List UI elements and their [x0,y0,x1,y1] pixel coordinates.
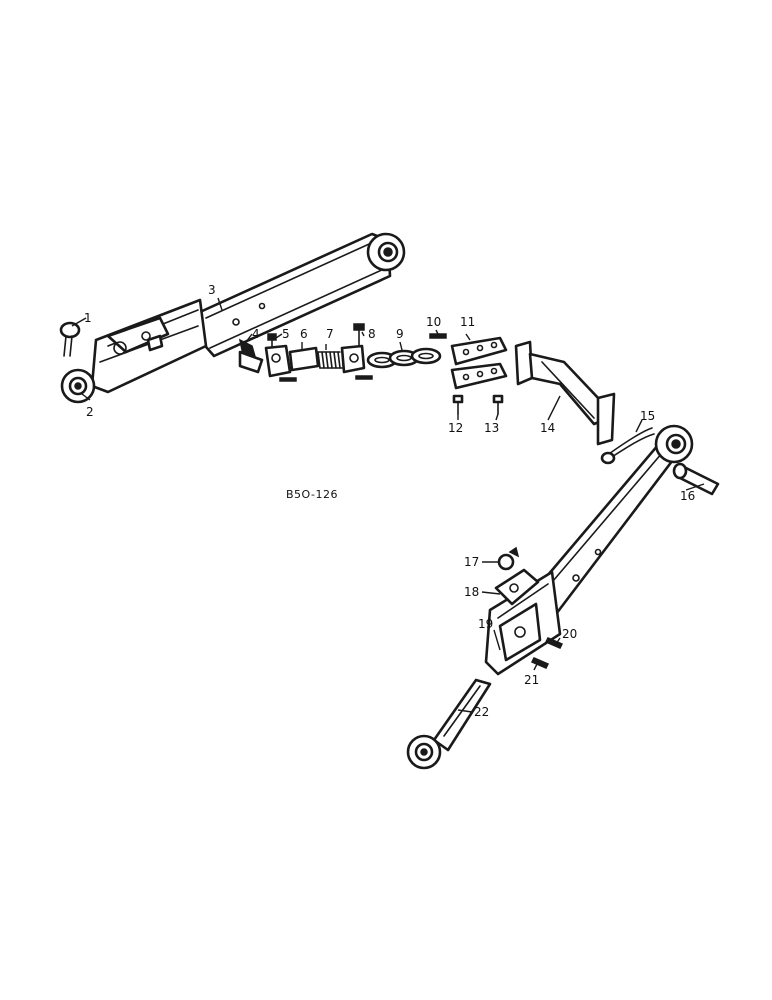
bolt-4 [238,338,264,374]
callout-16: 16 [680,489,695,503]
callout-2: 2 [86,405,94,419]
callout-11: 11 [460,315,475,329]
callout-13: 13 [484,421,499,435]
callout-4: 4 [252,327,260,341]
callout-7: 7 [326,327,334,341]
bolt-13 [492,394,504,415]
pin-1 [59,321,81,357]
callout-19: 19 [478,617,493,631]
pin-16 [672,462,720,496]
callout-22: 22 [474,705,489,719]
pin-10 [429,333,447,339]
callout-labels: 1 2 3 4 5 6 7 8 9 10 11 12 13 14 15 16 1… [84,283,695,719]
chain-9 [366,347,442,369]
figure-code: B5O-126 [286,488,338,501]
callout-9: 9 [396,327,404,341]
callout-8: 8 [368,327,376,341]
bolt-12 [452,394,464,415]
callout-10: 10 [426,315,441,329]
callout-21: 21 [524,673,539,687]
latch-18 [494,568,540,606]
callout-15: 15 [640,409,655,423]
extension-22 [406,678,492,770]
callout-6: 6 [300,327,308,341]
callout-17: 17 [464,555,479,569]
pin-15 [600,427,655,465]
upper-lower-link-arm [198,232,406,358]
callout-5: 5 [282,327,290,341]
lower-link-end [484,570,562,676]
upper-lower-link-end [60,298,208,404]
spring-7 [317,351,343,369]
latch-17 [497,546,520,571]
callout-1: 1 [84,311,92,325]
plate-11 [450,336,508,390]
bracket-14 [514,340,616,446]
clevis-8 [340,323,373,380]
pin-21 [530,657,550,669]
callout-3: 3 [208,283,216,297]
callout-14: 14 [540,421,555,435]
callout-20: 20 [562,627,577,641]
clevis-6 [264,344,320,382]
callout-18: 18 [464,585,479,599]
leader-lines [71,297,705,713]
callout-12: 12 [448,421,463,435]
